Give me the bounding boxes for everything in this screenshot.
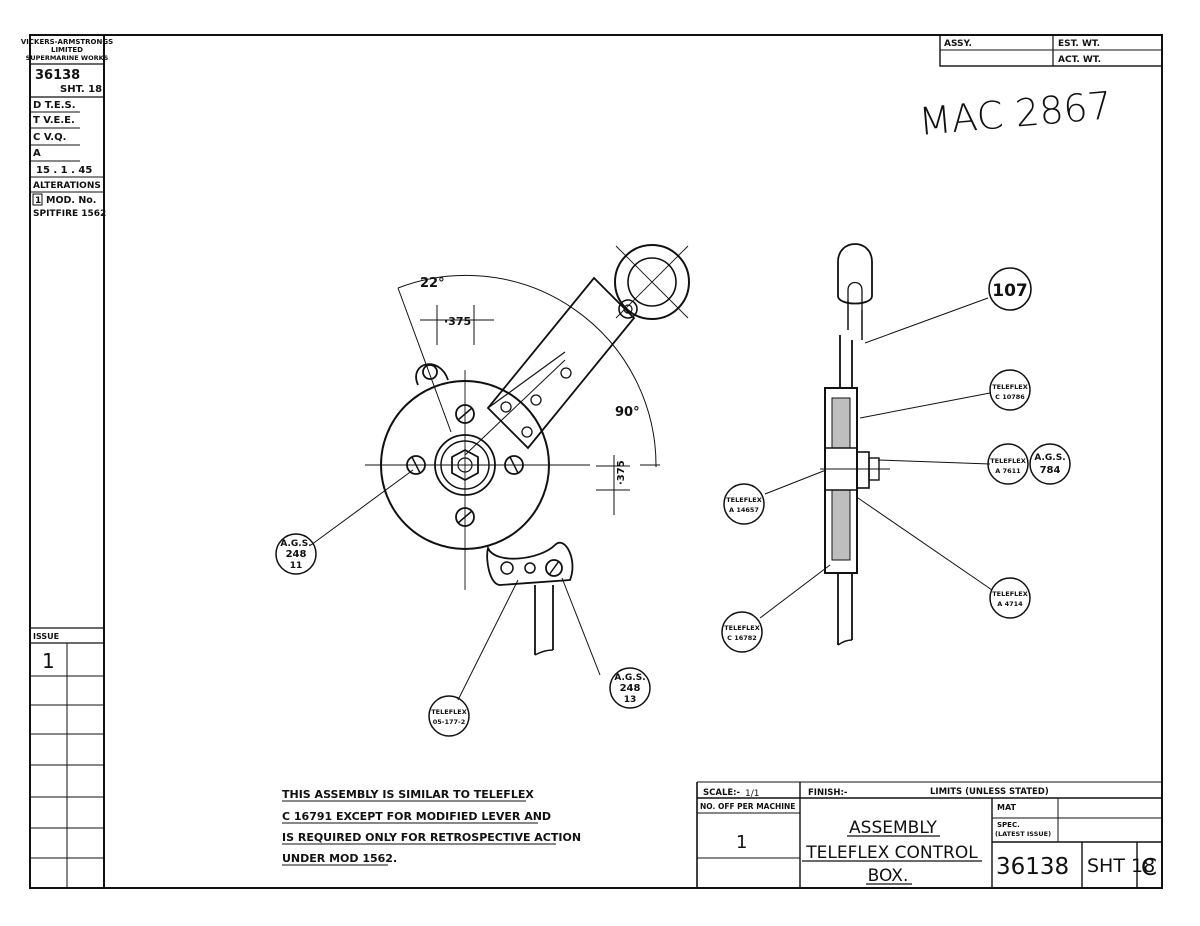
checked-by: C V.Q. [33, 132, 66, 143]
note-line-4: UNDER MOD 1562. [282, 852, 397, 865]
svg-text:784: 784 [1040, 465, 1061, 476]
svg-text:TELEFLEX: TELEFLEX [726, 496, 762, 504]
no-off-label: NO. OFF PER MACHINE [700, 802, 795, 811]
front-view: 22° 90° ·375 ·375 [310, 244, 690, 701]
scale-value: 1/1 [745, 789, 759, 799]
svg-text:13: 13 [624, 695, 637, 705]
svg-text:TELEFLEX: TELEFLEX [992, 383, 1028, 391]
angle-22-label: 22° [420, 276, 445, 291]
note-line-3: IS REQUIRED ONLY FOR RETROSPECTIVE ACTIO… [282, 831, 581, 844]
svg-text:A.G.S.: A.G.S. [1034, 453, 1065, 463]
title-line-1: ASSEMBLY [849, 818, 937, 838]
finish-label: FINISH:- [808, 788, 848, 798]
limits-label: LIMITS (UNLESS STATED) [930, 787, 1049, 797]
svg-text:A.G.S.: A.G.S. [280, 539, 311, 549]
svg-text:C 10786: C 10786 [995, 393, 1025, 401]
handwritten-ref: MAC 2867 [917, 83, 1114, 144]
assy-label: ASSY. [944, 39, 972, 49]
drawing-date: 15 . 1 . 45 [36, 165, 92, 176]
alteration-no: 1 [35, 196, 41, 206]
svg-text:A 4714: A 4714 [997, 600, 1023, 608]
svg-text:107: 107 [992, 281, 1028, 301]
spec-label-2: (LATEST ISSUE) [995, 830, 1051, 838]
svg-text:A 7611: A 7611 [995, 467, 1021, 475]
svg-text:248: 248 [620, 683, 641, 694]
bubble-teleflex-c16782: TELEFLEX C 16782 [721, 611, 763, 653]
sheet-border [29, 34, 1163, 889]
scale-label: SCALE:- [703, 788, 741, 798]
bubble-ags784: A.G.S. 784 [1029, 443, 1071, 485]
bubble-teleflex-c10786: TELEFLEX C 10786 [989, 369, 1031, 411]
svg-text:TELEFLEX: TELEFLEX [431, 708, 467, 716]
side-panel: VICKERS-ARMSTRONGS LIMITED SUPERMARINE W… [21, 38, 113, 888]
company-line-2: LIMITED [51, 46, 83, 54]
notes-block: THIS ASSEMBLY IS SIMILAR TO TELEFLEX C 1… [282, 788, 581, 866]
angle-90-label: 90° [615, 405, 640, 420]
svg-text:248: 248 [286, 549, 307, 560]
approved-by: A [33, 148, 41, 159]
svg-text:05-177-2: 05-177-2 [433, 718, 466, 726]
title-line-3: BOX. [868, 866, 909, 886]
traced-by: T V.E.E. [33, 115, 75, 126]
weight-box: ASSY. EST. WT. ACT. WT. [939, 34, 1163, 67]
svg-text:C 16782: C 16782 [727, 634, 757, 642]
drawn-by: D T.E.S. [33, 100, 76, 111]
bubble-107: 107 [988, 267, 1032, 311]
bubble-ags248-13: A.G.S. 248 13 [609, 667, 651, 709]
issue-label: ISSUE [33, 632, 59, 641]
svg-text:TELEFLEX: TELEFLEX [724, 624, 760, 632]
mat-label: MAT [997, 803, 1017, 812]
est-wt-label: EST. WT. [1058, 39, 1100, 49]
svg-text:A.G.S.: A.G.S. [614, 673, 645, 683]
bubble-teleflex-a7611: TELEFLEX A 7611 [987, 443, 1029, 485]
side-view [759, 243, 993, 646]
dim-375-top: ·375 [444, 315, 471, 328]
mod-no-label: MOD. No. [46, 195, 96, 206]
note-line-2: C 16791 EXCEPT FOR MODIFIED LEVER AND [282, 810, 551, 823]
bubble-teleflex-a14657: TELEFLEX A 14657 [723, 483, 765, 525]
title-line-2: TELEFLEX CONTROL [805, 843, 978, 863]
svg-text:A 14657: A 14657 [729, 506, 759, 514]
note-line-1: THIS ASSEMBLY IS SIMILAR TO TELEFLEX [282, 788, 534, 801]
issue-value: 1 [42, 649, 55, 673]
title-block: SCALE:- 1/1 FINISH:- LIMITS (UNLESS STAT… [696, 781, 1162, 888]
alterations-label: ALTERATIONS [33, 181, 101, 191]
svg-text:11: 11 [290, 561, 303, 571]
bubble-teleflex-a4714: TELEFLEX A 4714 [989, 577, 1031, 619]
spec-label: SPEC. [997, 821, 1020, 829]
company-line-3: SUPERMARINE WORKS [26, 54, 109, 62]
bubble-ags248-11: A.G.S. 248 11 [275, 533, 317, 575]
no-off-value: 1 [736, 832, 747, 853]
dim-375-right: ·375 [616, 460, 627, 485]
svg-text:TELEFLEX: TELEFLEX [990, 457, 1026, 465]
title-drawing-no: 36138 [996, 854, 1069, 880]
side-drawing-no: 36138 [35, 68, 80, 83]
company-line-1: VICKERS-ARMSTRONGS [21, 38, 113, 46]
svg-text:TELEFLEX: TELEFLEX [992, 590, 1028, 598]
side-sheet: SHT. 18 [60, 84, 102, 95]
bubble-teleflex-05: TELEFLEX 05-177-2 [428, 695, 470, 737]
title-revision: C [1141, 855, 1157, 881]
title-sheet: SHT 18 [1087, 855, 1155, 877]
act-wt-label: ACT. WT. [1058, 55, 1101, 65]
spitfire-mod: SPITFIRE 1562 [33, 209, 106, 219]
